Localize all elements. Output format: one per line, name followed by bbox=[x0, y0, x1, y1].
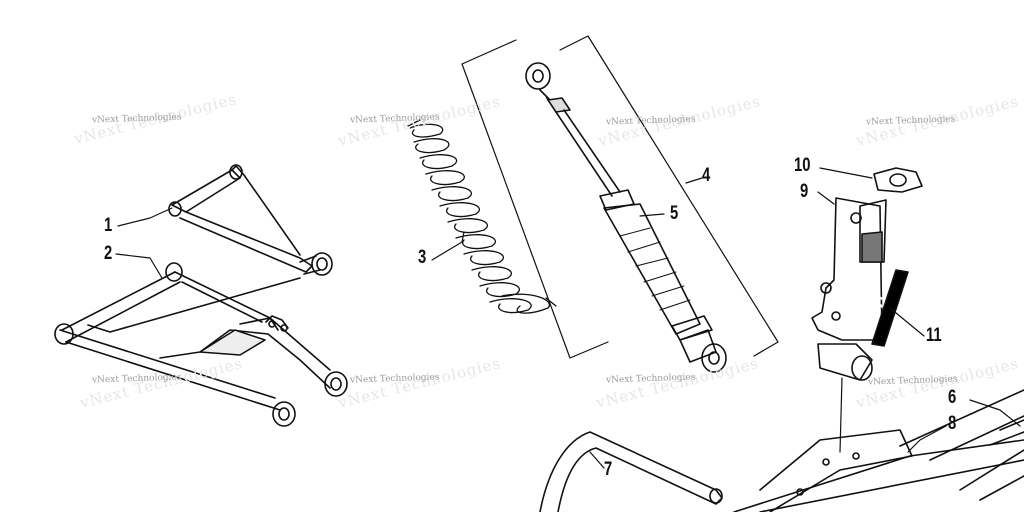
lower-a-arm bbox=[54, 262, 348, 427]
shock-absorber bbox=[525, 62, 727, 373]
callout-9: 9 bbox=[800, 181, 809, 202]
callout-line-6 bbox=[969, 399, 1021, 427]
upper-a-arm bbox=[168, 164, 333, 276]
callout-3: 3 bbox=[418, 247, 427, 268]
callout-line-1 bbox=[117, 207, 173, 227]
callout-6: 6 bbox=[948, 387, 957, 408]
ski-assembly bbox=[733, 389, 1024, 512]
callout-5: 5 bbox=[670, 203, 679, 224]
coil-spring bbox=[407, 119, 557, 314]
connector-line-spindle-ski bbox=[839, 377, 843, 453]
callout-8: 8 bbox=[948, 413, 957, 434]
callout-10: 10 bbox=[794, 155, 811, 176]
callout-line-11 bbox=[889, 307, 925, 337]
callout-2: 2 bbox=[104, 243, 113, 264]
callout-line-3 bbox=[431, 231, 465, 261]
callout-line-2 bbox=[115, 253, 163, 279]
callout-line-9 bbox=[817, 191, 835, 205]
callout-7: 7 bbox=[604, 459, 613, 480]
shock-assembly-frame bbox=[461, 35, 779, 359]
callout-11: 11 bbox=[926, 325, 942, 346]
callout-line-7 bbox=[589, 451, 605, 469]
callout-line-5 bbox=[639, 213, 665, 217]
spindle bbox=[811, 197, 887, 381]
callout-4: 4 bbox=[702, 165, 711, 186]
callout-line-4 bbox=[685, 177, 703, 184]
steering-clamp bbox=[873, 167, 923, 193]
ski-loop bbox=[539, 431, 723, 512]
callout-line-8 bbox=[907, 425, 947, 453]
callout-line-10 bbox=[819, 167, 873, 179]
callout-1: 1 bbox=[104, 215, 113, 236]
